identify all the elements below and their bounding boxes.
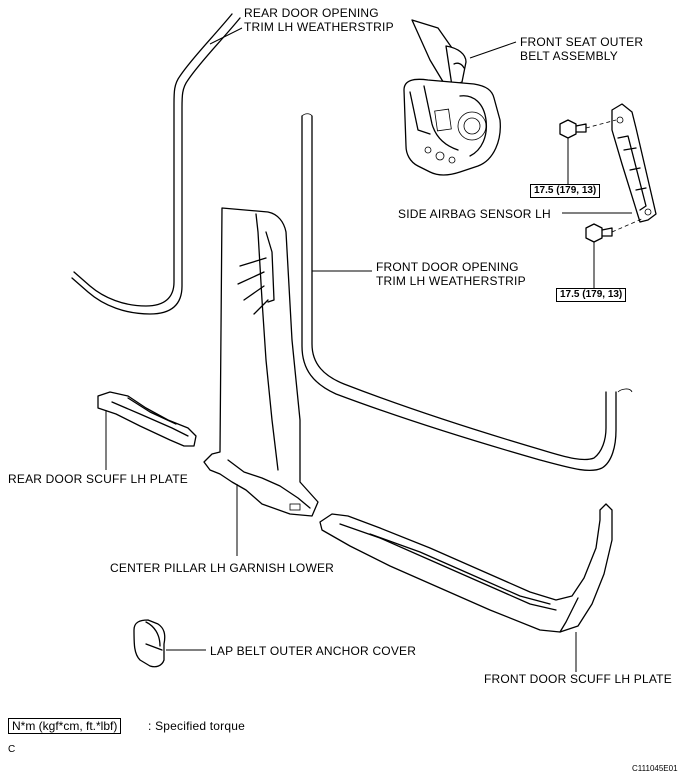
legend-text: : Specified torque (148, 719, 245, 733)
label-line: TRIM LH WEATHERSTRIP (376, 274, 526, 288)
label-lap-belt-cover: LAP BELT OUTER ANCHOR COVER (210, 644, 417, 658)
leader-seat-belt (469, 41, 517, 59)
label-center-pillar: CENTER PILLAR LH GARNISH LOWER (110, 561, 335, 575)
label-line: FRONT DOOR OPENING (376, 260, 519, 274)
label-rear-door-weatherstrip: REAR DOOR OPENING TRIM LH WEATHERSTRIP (244, 6, 394, 34)
rear-door-weatherstrip-shape (71, 13, 241, 315)
bolt-lower-path (611, 217, 645, 233)
label-front-seat-belt: FRONT SEAT OUTER BELT ASSEMBLY (520, 35, 643, 63)
legend-unit-box: N*m (kgf*cm, ft.*lbf) (8, 718, 122, 734)
seat-belt-assembly-shape (403, 19, 501, 176)
lap-belt-cover-shape (133, 619, 166, 668)
label-line: BELT ASSEMBLY (520, 49, 618, 63)
torque-upper: 17.5 (179, 13) (530, 184, 601, 198)
label-line: REAR DOOR OPENING (244, 6, 379, 20)
label-rear-door-scuff: REAR DOOR SCUFF LH PLATE (8, 472, 188, 486)
label-side-airbag-sensor: SIDE AIRBAG SENSOR LH (398, 207, 551, 221)
leader-rear-weatherstrip (209, 27, 243, 45)
label-front-door-weatherstrip: FRONT DOOR OPENING TRIM LH WEATHERSTRIP (376, 260, 526, 288)
figure-id: C111045E01 (632, 764, 678, 773)
center-pillar-garnish-shape (203, 207, 319, 517)
label-line: TRIM LH WEATHERSTRIP (244, 20, 394, 34)
front-door-scuff-shape (319, 503, 613, 633)
bolt-upper-path (585, 119, 617, 129)
corner-code-left: C (8, 744, 16, 755)
bolt-upper-icon (559, 119, 587, 139)
label-line: FRONT SEAT OUTER (520, 35, 644, 49)
side-airbag-sensor-shape (611, 103, 657, 223)
label-front-door-scuff: FRONT DOOR SCUFF LH PLATE (484, 672, 672, 686)
rear-door-scuff-shape (97, 391, 197, 447)
torque-lower: 17.5 (179, 13) (556, 288, 627, 302)
front-door-weatherstrip-shape (301, 113, 633, 472)
bolt-lower-icon (585, 223, 613, 243)
